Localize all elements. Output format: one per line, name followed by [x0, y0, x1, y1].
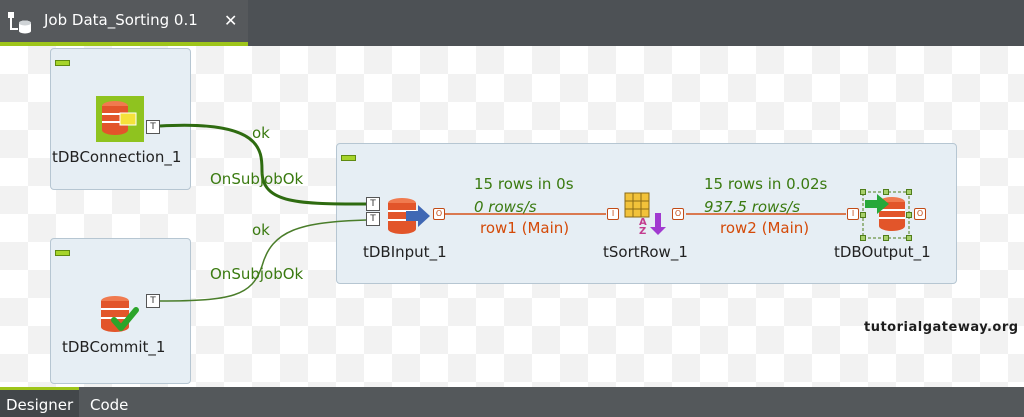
row1-label[interactable]: row1 (Main)	[480, 219, 570, 237]
sort-icon: A Z	[624, 192, 666, 237]
job-tab-title: Job Data_Sorting 0.1	[44, 11, 198, 29]
svg-text:A: A	[639, 217, 647, 228]
onsubjobok-line-1	[159, 123, 368, 206]
row1-stats: 15 rows in 0s	[474, 175, 574, 193]
row-out-port[interactable]: O	[433, 208, 445, 220]
trigger-port-top[interactable]: T	[366, 197, 380, 211]
onsubjobok-line-2	[159, 219, 368, 302]
onsubjobok-label-1: OnSubjobOk	[210, 170, 304, 188]
selection-handle[interactable]	[860, 235, 866, 241]
tab-code[interactable]: Code	[90, 396, 129, 414]
tdbcommit-component[interactable]	[98, 294, 140, 336]
selection-handle[interactable]	[860, 212, 866, 218]
row-in-port[interactable]: I	[607, 208, 619, 220]
row1-rate: 0 rows/s	[474, 198, 537, 216]
component-label-tdbcommit: tDBCommit_1	[62, 338, 166, 356]
row2-stats: 15 rows in 0.02s	[704, 175, 828, 193]
collapse-toggle[interactable]	[341, 155, 356, 161]
component-label-tsortrow: tSortRow_1	[603, 243, 688, 261]
job-icon	[8, 12, 31, 34]
close-icon[interactable]: ✕	[224, 11, 238, 30]
component-label-tdbinput: tDBInput_1	[363, 243, 447, 261]
trigger-port-bottom[interactable]: T	[366, 212, 380, 226]
row2-label[interactable]: row2 (Main)	[720, 219, 810, 237]
editor-mode-tabs: Designer Code	[0, 387, 1024, 417]
component-label-tdboutput: tDBOutput_1	[834, 243, 931, 261]
tab-designer[interactable]: Designer	[0, 387, 80, 417]
ok-label-2: ok	[252, 221, 270, 239]
db-connection-icon	[96, 96, 144, 142]
selection-handle[interactable]	[883, 235, 889, 241]
onsubjobok-label-2: OnSubjobOk	[210, 265, 304, 283]
row-out-port[interactable]: O	[914, 208, 926, 220]
svg-text:Z: Z	[639, 226, 646, 235]
row-out-port[interactable]: O	[672, 208, 684, 220]
tdbconnection-component[interactable]	[96, 96, 144, 142]
selection-handle[interactable]	[906, 189, 912, 195]
tdbinput-component[interactable]	[384, 196, 432, 238]
db-commit-icon	[101, 296, 139, 332]
selection-handle[interactable]	[906, 212, 912, 218]
component-label-tdbconnection: tDBConnection_1	[52, 148, 182, 166]
collapse-toggle[interactable]	[55, 250, 70, 256]
trigger-port[interactable]: T	[146, 120, 160, 134]
tdboutput-component[interactable]	[860, 189, 912, 241]
collapse-toggle[interactable]	[55, 60, 70, 66]
selection-handle[interactable]	[883, 189, 889, 195]
selection-handle[interactable]	[860, 189, 866, 195]
job-tab[interactable]: Job Data_Sorting 0.1 ✕	[0, 0, 248, 46]
watermark: tutorialgateway.org	[864, 320, 1019, 335]
db-input-icon	[388, 198, 430, 234]
db-output-icon	[862, 191, 910, 239]
editor-tab-bar: Job Data_Sorting 0.1 ✕	[0, 0, 1024, 46]
tsortrow-component[interactable]: A Z	[623, 191, 667, 237]
row-in-port[interactable]: I	[847, 208, 859, 220]
connection-lines	[159, 123, 846, 302]
designer-canvas[interactable]: T tDBConnection_1 T tDBCommit_1 ok OnSub…	[0, 46, 1024, 387]
row2-rate: 937.5 rows/s	[704, 198, 801, 216]
selection-handle[interactable]	[906, 235, 912, 241]
ok-label-1: ok	[252, 124, 270, 142]
trigger-port[interactable]: T	[146, 294, 160, 308]
